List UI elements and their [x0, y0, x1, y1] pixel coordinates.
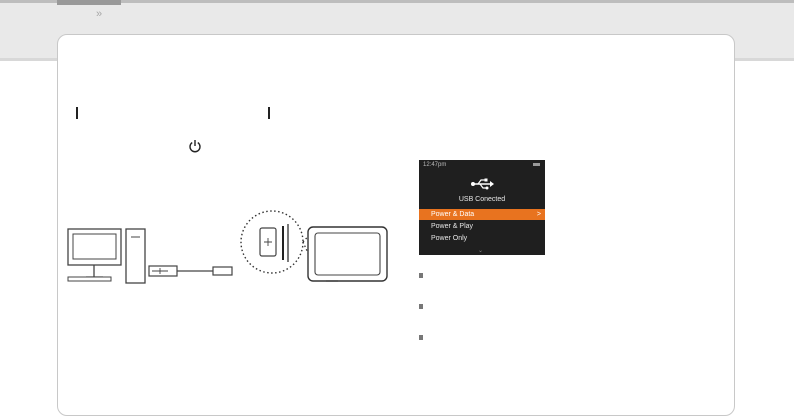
menu-item-label: Power & Data [431, 211, 475, 218]
screen-time: 12:47pm [423, 162, 447, 168]
header-rule [0, 0, 794, 3]
menu-item-power-play[interactable]: Power & Play [419, 221, 545, 232]
computer-icon [67, 228, 146, 284]
screen-title: USB Conected [458, 196, 506, 203]
chevron-down-icon: ⌄ [478, 248, 484, 254]
device-screen: 12:47pm USB Conected Power & Data > Powe… [419, 160, 545, 255]
breadcrumb-chevron-icon: » [96, 8, 102, 20]
menu-item-power-only[interactable]: Power Only [419, 233, 545, 244]
menu-item-label: Power Only [431, 235, 468, 242]
section-tab-marker [57, 0, 121, 5]
media-player-icon [307, 226, 388, 282]
usb-port-detail-icon [240, 210, 313, 274]
step-marker-right [268, 107, 270, 119]
usb-icon [471, 178, 494, 190]
content-panel [57, 34, 735, 416]
chevron-right-icon: > [536, 211, 541, 218]
step-marker-left [76, 107, 78, 119]
note-bullet [419, 304, 423, 309]
usb-cable-icon [148, 265, 233, 277]
battery-icon [533, 163, 540, 166]
note-bullet [419, 273, 423, 278]
menu-item-label: Power & Play [431, 223, 474, 230]
power-icon [189, 140, 201, 153]
menu-item-power-data[interactable]: Power & Data > [419, 209, 545, 220]
note-bullet [419, 335, 423, 340]
